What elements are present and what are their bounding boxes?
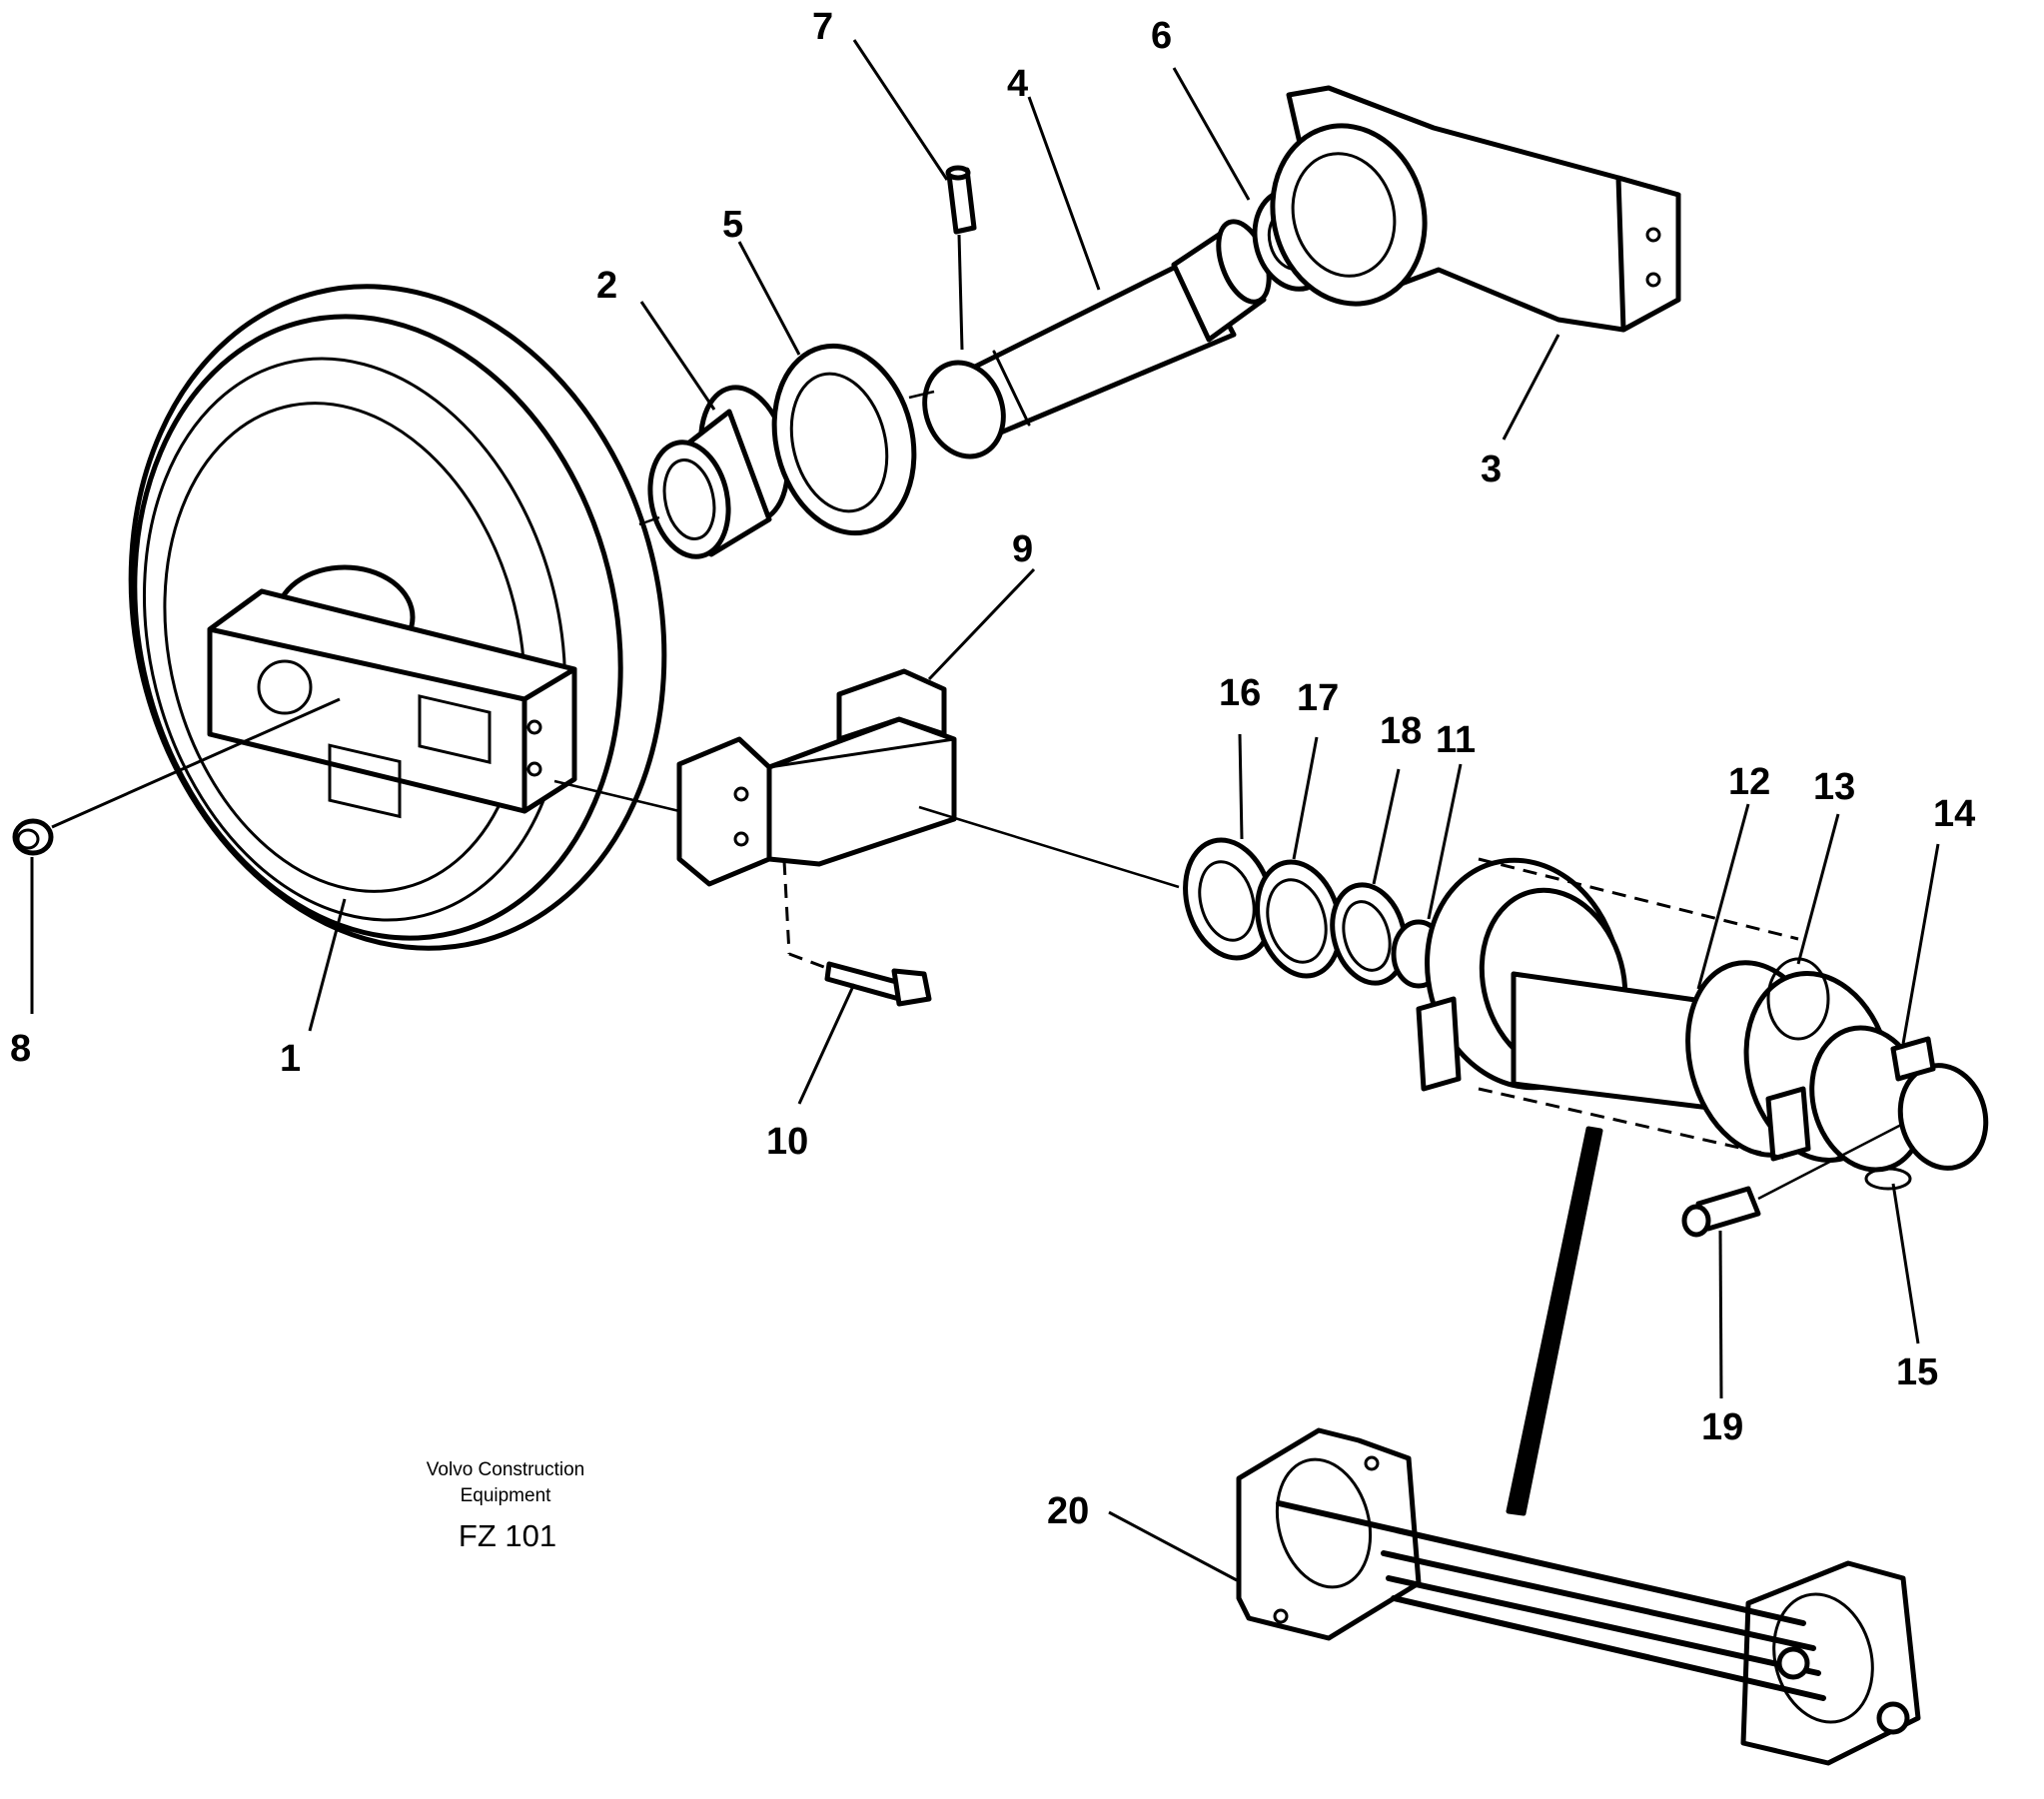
maker-name-line1: Volvo Construction — [427, 1459, 584, 1480]
callout-19: 19 — [1701, 1406, 1743, 1448]
callout-2: 2 — [596, 265, 617, 307]
callout-15: 15 — [1896, 1351, 1938, 1393]
part-1-idler-wheel — [128, 284, 667, 951]
callout-14: 14 — [1933, 793, 1975, 835]
callout-6: 6 — [1151, 15, 1172, 57]
callout-3: 3 — [1481, 449, 1502, 490]
callout-16: 16 — [1219, 672, 1261, 714]
figure-code: FZ 101 — [459, 1518, 556, 1553]
part-4-shaft — [922, 219, 1272, 459]
figure-caption: Volvo Construction Equipment FZ 101 — [427, 1459, 584, 1553]
callout-10: 10 — [766, 1121, 808, 1163]
part-12-shaft-assembly — [1416, 857, 1989, 1173]
callout-20: 20 — [1047, 1490, 1089, 1532]
callout-1: 1 — [280, 1038, 301, 1080]
part-3-arm — [1270, 85, 1681, 333]
callout-labels: 1 2 3 4 5 6 7 8 9 10 11 12 13 14 15 16 1… — [10, 6, 1975, 1532]
callout-8: 8 — [10, 1028, 31, 1070]
assembly-axes — [553, 390, 1904, 1516]
callout-13: 13 — [1813, 766, 1855, 808]
callout-11: 11 — [1436, 719, 1476, 761]
part-5-seal-ring — [771, 343, 917, 536]
callout-9: 9 — [1012, 528, 1033, 570]
callout-7: 7 — [812, 6, 833, 48]
part-8-plug — [12, 818, 54, 856]
callout-12: 12 — [1728, 761, 1770, 803]
part-7-pin — [945, 165, 977, 235]
part-10-bolt — [824, 961, 932, 1007]
leader-lines — [30, 39, 1940, 1582]
maker-name-line2: Equipment — [461, 1485, 552, 1506]
callout-18: 18 — [1380, 710, 1422, 752]
part-14-nut — [1890, 1036, 1936, 1082]
part-18-ring — [1330, 882, 1408, 986]
part-15-washer — [1864, 1167, 1912, 1191]
callout-5: 5 — [722, 204, 743, 246]
callout-17: 17 — [1297, 677, 1339, 719]
part-2-bushing — [647, 385, 790, 559]
part-9-bracket-block — [676, 668, 957, 887]
part-19-grease-nipple — [1681, 1186, 1761, 1238]
part-20-tie-rod-frame — [1236, 1427, 1921, 1766]
callout-4: 4 — [1007, 63, 1028, 105]
